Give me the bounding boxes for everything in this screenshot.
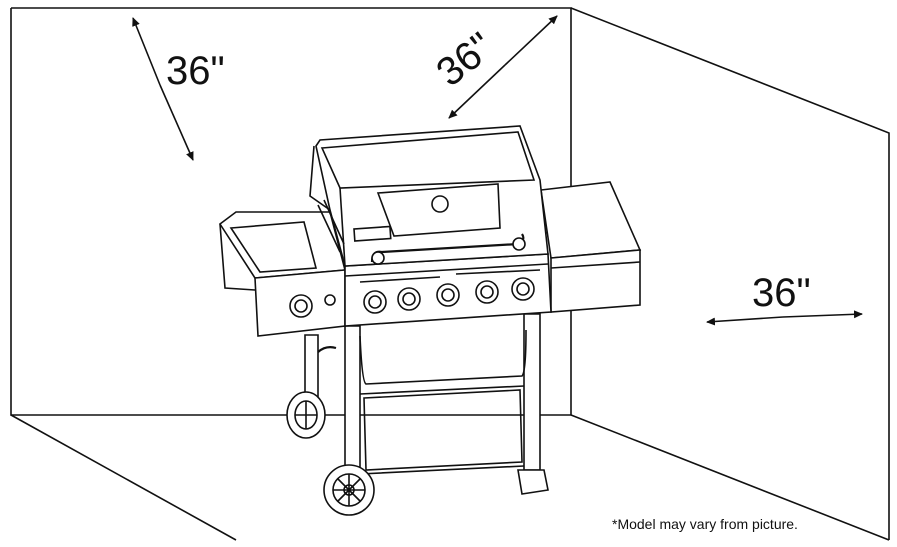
grill-illustration	[218, 125, 642, 516]
side-clearance-label: 36"	[752, 271, 811, 315]
rear-left-arrow	[132, 17, 161, 86]
wheels	[286, 391, 375, 516]
grill-lid	[309, 125, 549, 267]
rear-right-clearance-label: 36"	[428, 24, 501, 95]
side-arrow	[706, 316, 784, 326]
left-side-shelf	[218, 211, 347, 337]
right-side-shelf	[540, 181, 642, 313]
model-disclaimer: *Model may vary from picture.	[612, 516, 798, 532]
burner-knobs	[363, 277, 535, 314]
control-panel	[344, 253, 552, 327]
thermometer-icon	[431, 195, 449, 213]
rear-right-arrow	[504, 15, 558, 66]
dimension-arrows	[132, 15, 863, 326]
rear-left-clearance-label: 36"	[166, 49, 225, 93]
grill-cart	[304, 313, 549, 495]
room-walls	[10, 7, 890, 541]
